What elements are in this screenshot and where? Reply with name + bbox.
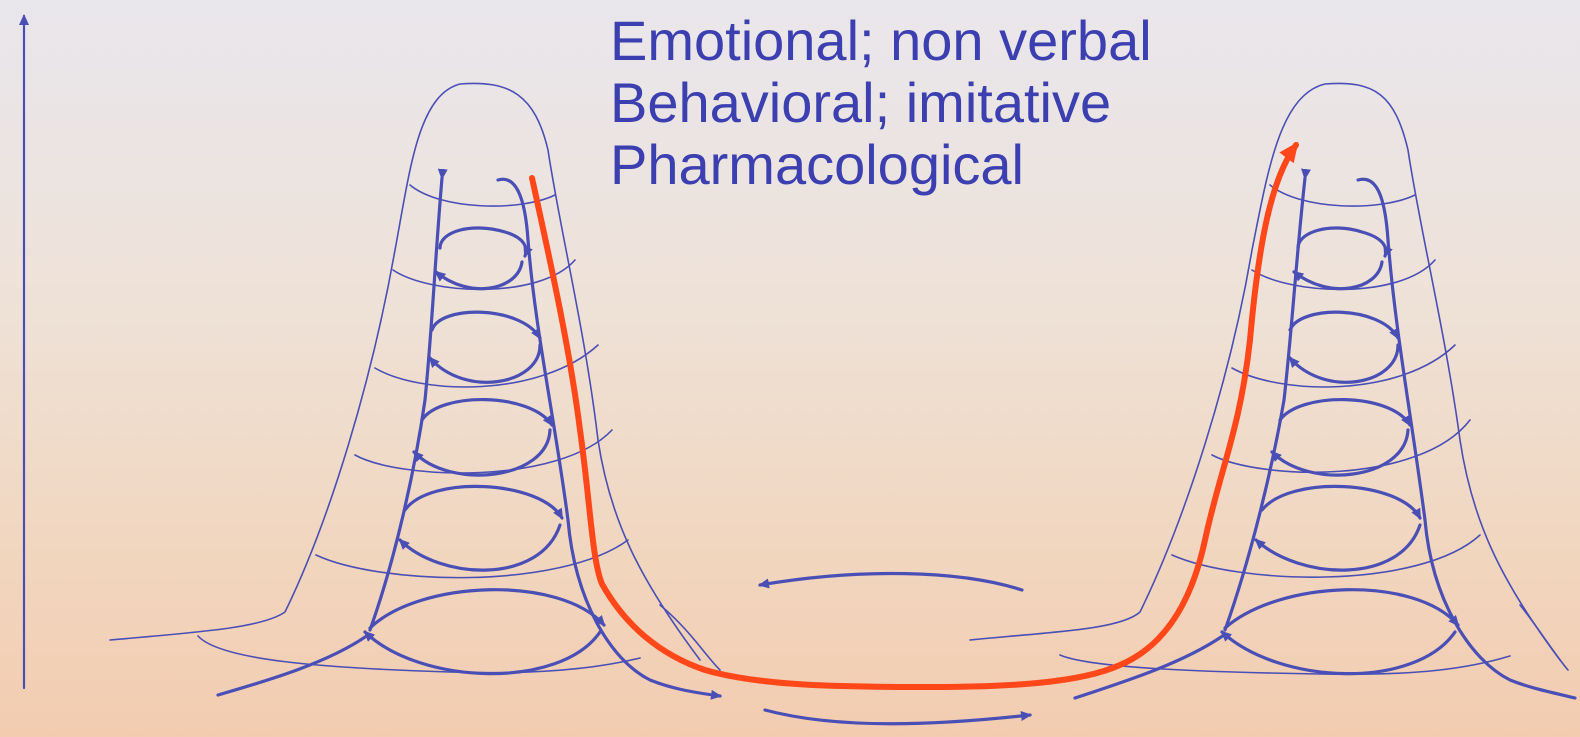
right-contour bbox=[1251, 259, 1436, 291]
right-outer-rail bbox=[1356, 177, 1577, 700]
transition-path-highlight bbox=[529, 141, 1299, 690]
right-base-loop bbox=[1220, 630, 1457, 676]
right-loop bbox=[1254, 523, 1422, 572]
left-mountain-base bbox=[197, 635, 641, 674]
left-mountain-outline bbox=[109, 82, 701, 661]
right-loop bbox=[1288, 343, 1400, 384]
valley-top-arrow bbox=[758, 571, 1024, 592]
left-contour bbox=[354, 429, 613, 474]
left-base-tail bbox=[216, 633, 370, 697]
left-loop bbox=[428, 343, 542, 384]
right-base-loop bbox=[1223, 588, 1460, 630]
left-base-loop bbox=[363, 630, 602, 676]
right-mountain-outline bbox=[969, 82, 1561, 661]
label-pharmacological: Pharmacological bbox=[610, 133, 1024, 196]
left-inner-rail bbox=[368, 168, 448, 632]
right-loop bbox=[1296, 226, 1393, 258]
right-contour bbox=[1269, 184, 1416, 207]
right-contour bbox=[1211, 419, 1471, 473]
left-contour bbox=[315, 539, 629, 579]
left-loop bbox=[420, 398, 554, 427]
left-loop bbox=[412, 428, 552, 477]
right-mountain-base bbox=[1059, 654, 1511, 676]
right-mountain-outer-slope bbox=[1519, 604, 1569, 671]
left-loop bbox=[434, 260, 524, 291]
label-behavioral: Behavioral; imitative bbox=[610, 71, 1112, 134]
right-loop bbox=[1260, 484, 1422, 520]
right-loop bbox=[1270, 428, 1410, 477]
left-mountain bbox=[109, 82, 722, 700]
label-list: Emotional; non verbal Behavioral; imitat… bbox=[610, 10, 1152, 196]
left-loop bbox=[438, 226, 533, 258]
left-loop bbox=[403, 484, 564, 520]
right-loop bbox=[1288, 310, 1400, 340]
right-contour bbox=[1231, 344, 1456, 388]
right-loop bbox=[1278, 398, 1412, 427]
left-contour bbox=[374, 344, 599, 388]
valley-bottom-arrow bbox=[763, 708, 1032, 726]
right-mountain bbox=[969, 82, 1577, 700]
right-base-tail bbox=[1073, 633, 1226, 700]
left-contour bbox=[409, 184, 556, 207]
left-loop bbox=[430, 310, 542, 340]
left-mountain-outer-slope bbox=[659, 604, 721, 671]
right-loop bbox=[1292, 260, 1384, 291]
right-inner-rail bbox=[1223, 168, 1311, 632]
right-contour bbox=[1171, 534, 1481, 578]
left-base-loop bbox=[368, 588, 606, 630]
left-loop bbox=[398, 523, 562, 572]
left-outer-rail bbox=[496, 177, 722, 700]
label-emotional: Emotional; non verbal bbox=[610, 9, 1152, 72]
